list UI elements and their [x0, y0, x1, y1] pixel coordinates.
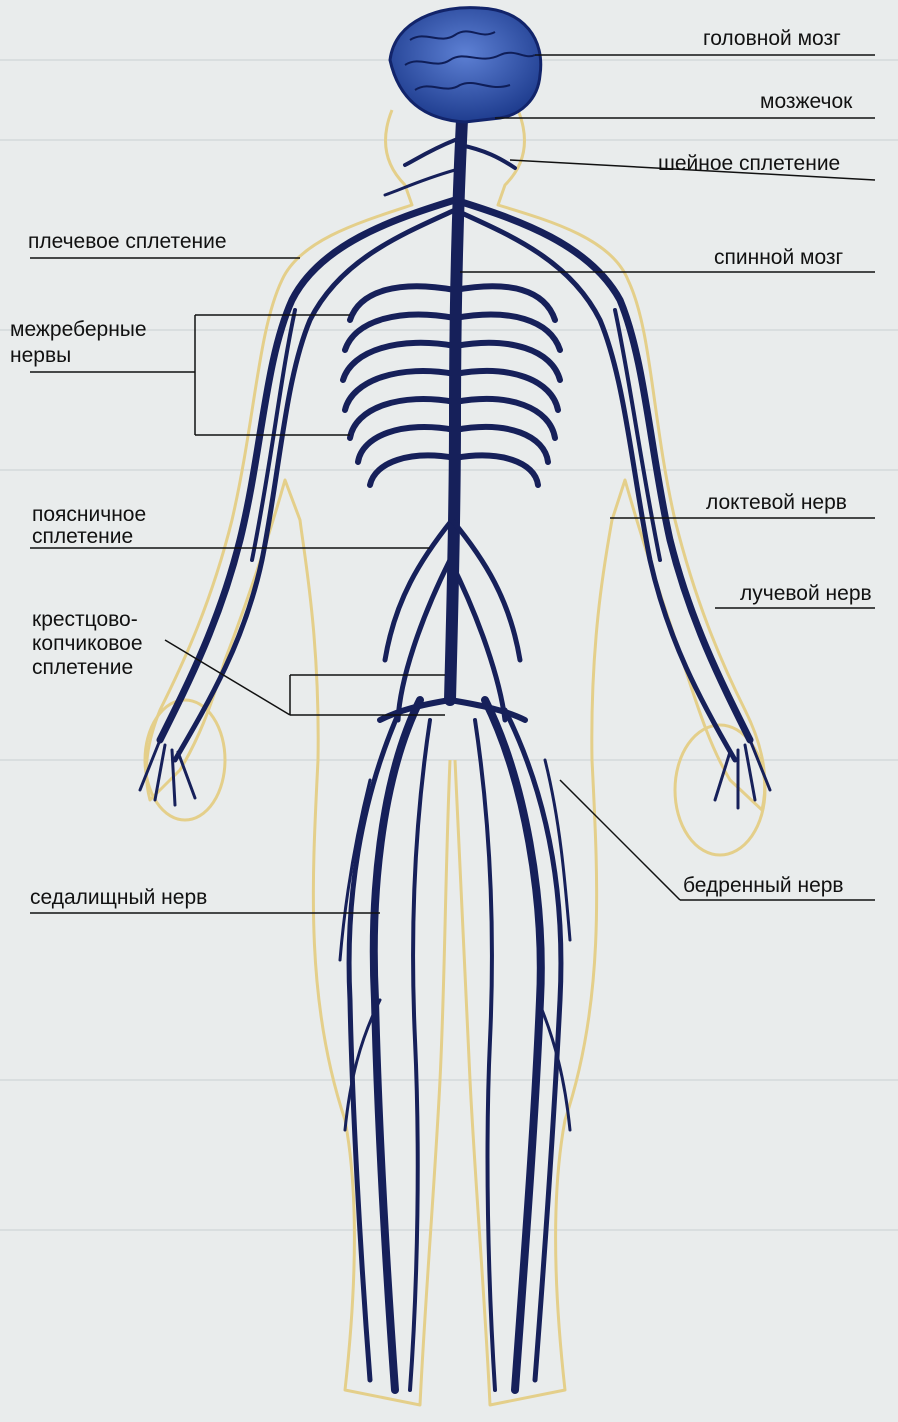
label-brain: головной мозг [703, 27, 841, 51]
label-radial-nerve: лучевой нерв [740, 582, 872, 606]
label-spinal-cord: спинной мозг [714, 246, 843, 270]
leader-femoral [560, 780, 680, 900]
label-intercostal-line1: межреберные [10, 318, 147, 342]
label-brachial-plexus: плечевое сплетение [28, 230, 227, 254]
label-cerebellum: мозжечок [760, 90, 852, 114]
label-sacral-line1: крестцово- [32, 608, 138, 632]
label-lumbar-line2: сплетение [32, 525, 133, 549]
label-sacral-line2: копчиковое [32, 632, 143, 656]
brain [390, 8, 541, 122]
label-sacral-line3: сплетение [32, 656, 133, 680]
label-ulnar-nerve: локтевой нерв [706, 491, 847, 515]
label-cervical-plexus: шейное сплетение [658, 152, 840, 176]
label-femoral-nerve: бедренный нерв [683, 874, 844, 898]
label-sciatic-nerve: седалищный нерв [30, 886, 207, 910]
label-intercostal-line2: нервы [10, 344, 71, 368]
label-lumbar-line1: поясничное [32, 503, 146, 527]
spinal-cord-path [450, 120, 462, 700]
nerve-network [140, 120, 770, 1390]
